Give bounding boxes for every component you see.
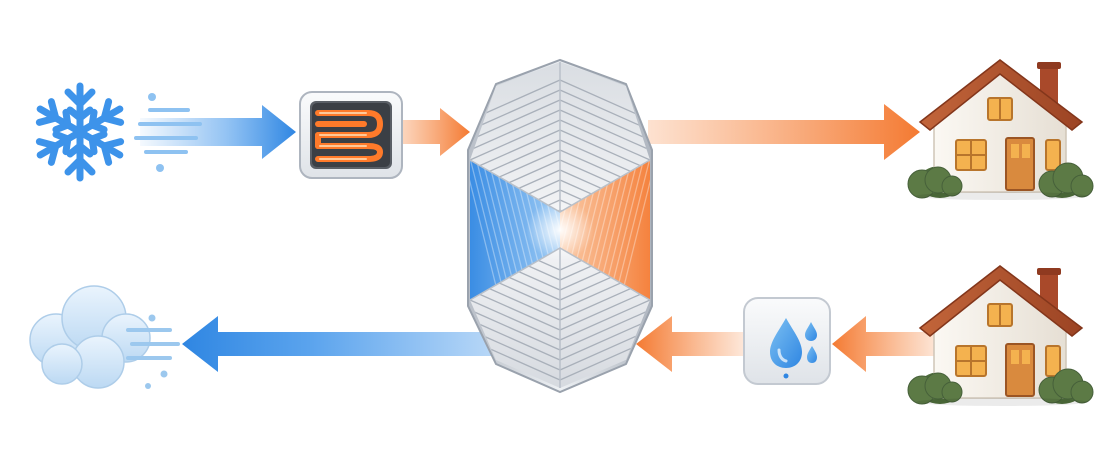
snowflake-icon xyxy=(34,82,126,178)
cloud-wind-icon xyxy=(29,285,180,389)
heating-coil-icon xyxy=(299,91,403,179)
extract-to-exchanger-arrow xyxy=(636,316,744,372)
flow-arrows xyxy=(140,104,938,372)
preheated-supply-arrow xyxy=(402,108,470,156)
cold-wind-lines xyxy=(134,93,202,172)
extract-air-arrow xyxy=(832,316,938,372)
exhaust-air-arrow xyxy=(182,316,500,372)
house-icon xyxy=(907,265,1094,406)
cold-intake-arrow xyxy=(140,105,296,159)
water-drop-icon xyxy=(743,297,831,385)
warm-supply-arrow xyxy=(648,104,920,160)
heat-exchanger-core-icon xyxy=(467,58,653,394)
house-icon xyxy=(907,59,1094,200)
